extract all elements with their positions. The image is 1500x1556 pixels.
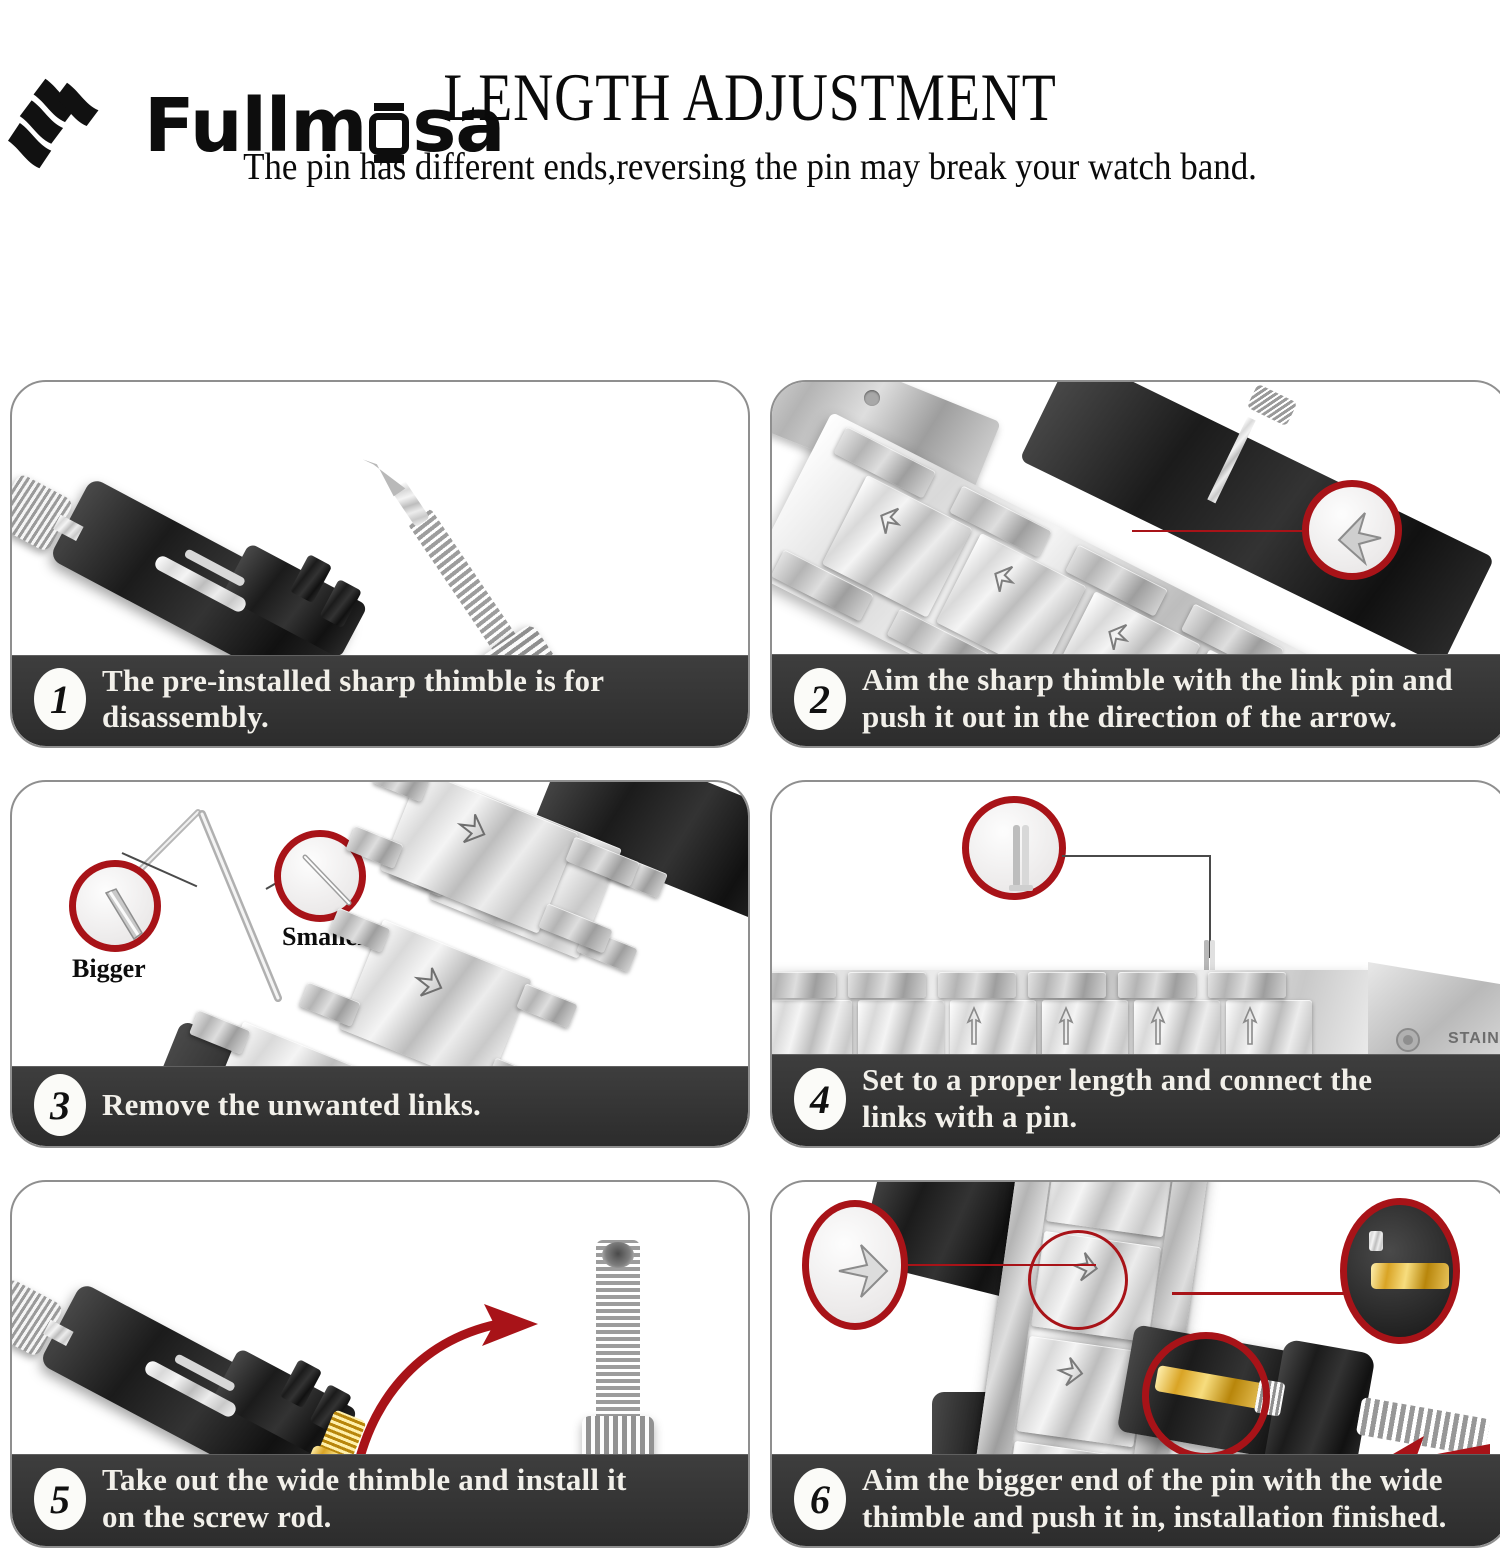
step-2-caption: 2 Aim the sharp thimble with the link pi… <box>772 654 1500 746</box>
engraved-arrow-icon <box>838 1244 889 1298</box>
caption-line: Take out the wide thimble and install it <box>102 1462 627 1498</box>
step-1-caption: 1 The pre-installed sharp thimble is for… <box>12 654 748 746</box>
engraved-arrow-icon <box>1058 1005 1074 1045</box>
caption-line: thimble and push it in, installation fin… <box>862 1499 1447 1534</box>
step-panel-2: 2 Aim the sharp thimble with the link pi… <box>770 380 1500 748</box>
callout-circle-pin-entry <box>1142 1332 1270 1460</box>
engraved-arrow-icon <box>880 507 902 534</box>
step-number-badge: 5 <box>34 1468 86 1530</box>
step-number-badge: 1 <box>34 668 86 731</box>
callout-circle-bigger-end <box>69 860 161 952</box>
step-3-caption: 3 Remove the unwanted links. <box>12 1066 748 1146</box>
step-caption-text: Aim the bigger end of the pin with the w… <box>862 1462 1447 1535</box>
step-1-illustration <box>12 382 748 746</box>
step-4-caption: 4 Set to a proper length and connect the… <box>772 1054 1500 1146</box>
callout-circle-pin-detail <box>962 796 1066 900</box>
step-number-badge: 6 <box>794 1468 846 1530</box>
step-number-badge: 3 <box>34 1074 86 1136</box>
engraved-arrow-icon <box>1337 512 1382 567</box>
callout-circle-link-marker <box>1028 1230 1128 1330</box>
brand-name-part-1: Fullm <box>144 83 367 169</box>
callout-circle-arrow-detail <box>1302 480 1402 580</box>
step-panel-4: STAINLESS STEEL 4 Set to a proper length… <box>770 780 1500 1148</box>
wave-logo-icon <box>8 78 99 169</box>
caption-line: links with a pin. <box>862 1099 1078 1134</box>
page-subtitle: The pin has different ends,reversing the… <box>243 146 1257 188</box>
engraved-arrow-icon <box>1150 1005 1166 1045</box>
red-curved-arrow-icon <box>351 1304 538 1479</box>
step-5-caption: 5 Take out the wide thimble and install … <box>12 1454 748 1546</box>
engraved-arrow-icon <box>966 1005 982 1045</box>
engraved-arrow-icon <box>413 967 443 997</box>
engraved-arrow-icon <box>456 813 486 844</box>
caption-line: on the screw rod. <box>102 1499 332 1534</box>
step-number-badge: 2 <box>794 668 846 730</box>
step-caption-text: The pre-installed sharp thimble is for d… <box>102 662 604 735</box>
brand-name-part-2: sa <box>412 83 505 169</box>
label-bigger: Bigger <box>72 954 146 983</box>
engraved-arrow-icon <box>1242 1005 1258 1045</box>
callout-circle-arrow-engraving <box>802 1200 908 1330</box>
page-title: LENGTH ADJUSTMENT <box>443 59 1057 135</box>
callout-leader-line <box>1172 1292 1344 1295</box>
clasp-engraving-text: STAINLESS STEEL <box>1448 1030 1500 1047</box>
step-caption-text: Set to a proper length and connect the l… <box>862 1062 1372 1135</box>
callout-leader-line <box>1132 530 1312 532</box>
watch-case-icon <box>367 101 411 163</box>
step-3-illustration: Bigger Smaller <box>12 782 748 1146</box>
step-panel-5: 5 Take out the wide thimble and install … <box>10 1180 750 1548</box>
step-panel-3: Bigger Smaller <box>10 780 750 1148</box>
step-number-badge: 4 <box>794 1068 846 1130</box>
step-caption-text: Aim the sharp thimble with the link pin … <box>862 662 1453 735</box>
caption-line: Aim the sharp thimble with the link pin … <box>862 662 1453 698</box>
callout-circle-gold-pin-detail <box>1340 1198 1460 1344</box>
step-caption-text: Remove the unwanted links. <box>102 1086 481 1122</box>
step-panel-6: 6 Aim the bigger end of the pin with the… <box>770 1180 1500 1548</box>
step-caption-text: Take out the wide thimble and install it… <box>102 1462 626 1535</box>
engraved-arrow-icon <box>1108 623 1130 651</box>
caption-line: Set to a proper length and connect the <box>862 1062 1373 1098</box>
caption-line: Aim the bigger end of the pin with the w… <box>862 1462 1443 1498</box>
callout-leader-line <box>1062 855 1211 958</box>
caption-line: push it out in the direction of the arro… <box>862 699 1398 734</box>
step-6-caption: 6 Aim the bigger end of the pin with the… <box>772 1454 1500 1546</box>
link-pin-icon <box>1009 825 1033 891</box>
engraved-arrow-icon <box>1055 1357 1084 1387</box>
steps-grid: 1 The pre-installed sharp thimble is for… <box>0 380 1500 1548</box>
engraved-arrow-icon <box>994 565 1016 592</box>
step-panel-1: 1 The pre-installed sharp thimble is for… <box>10 380 750 748</box>
callout-leader-line <box>906 1264 1096 1266</box>
